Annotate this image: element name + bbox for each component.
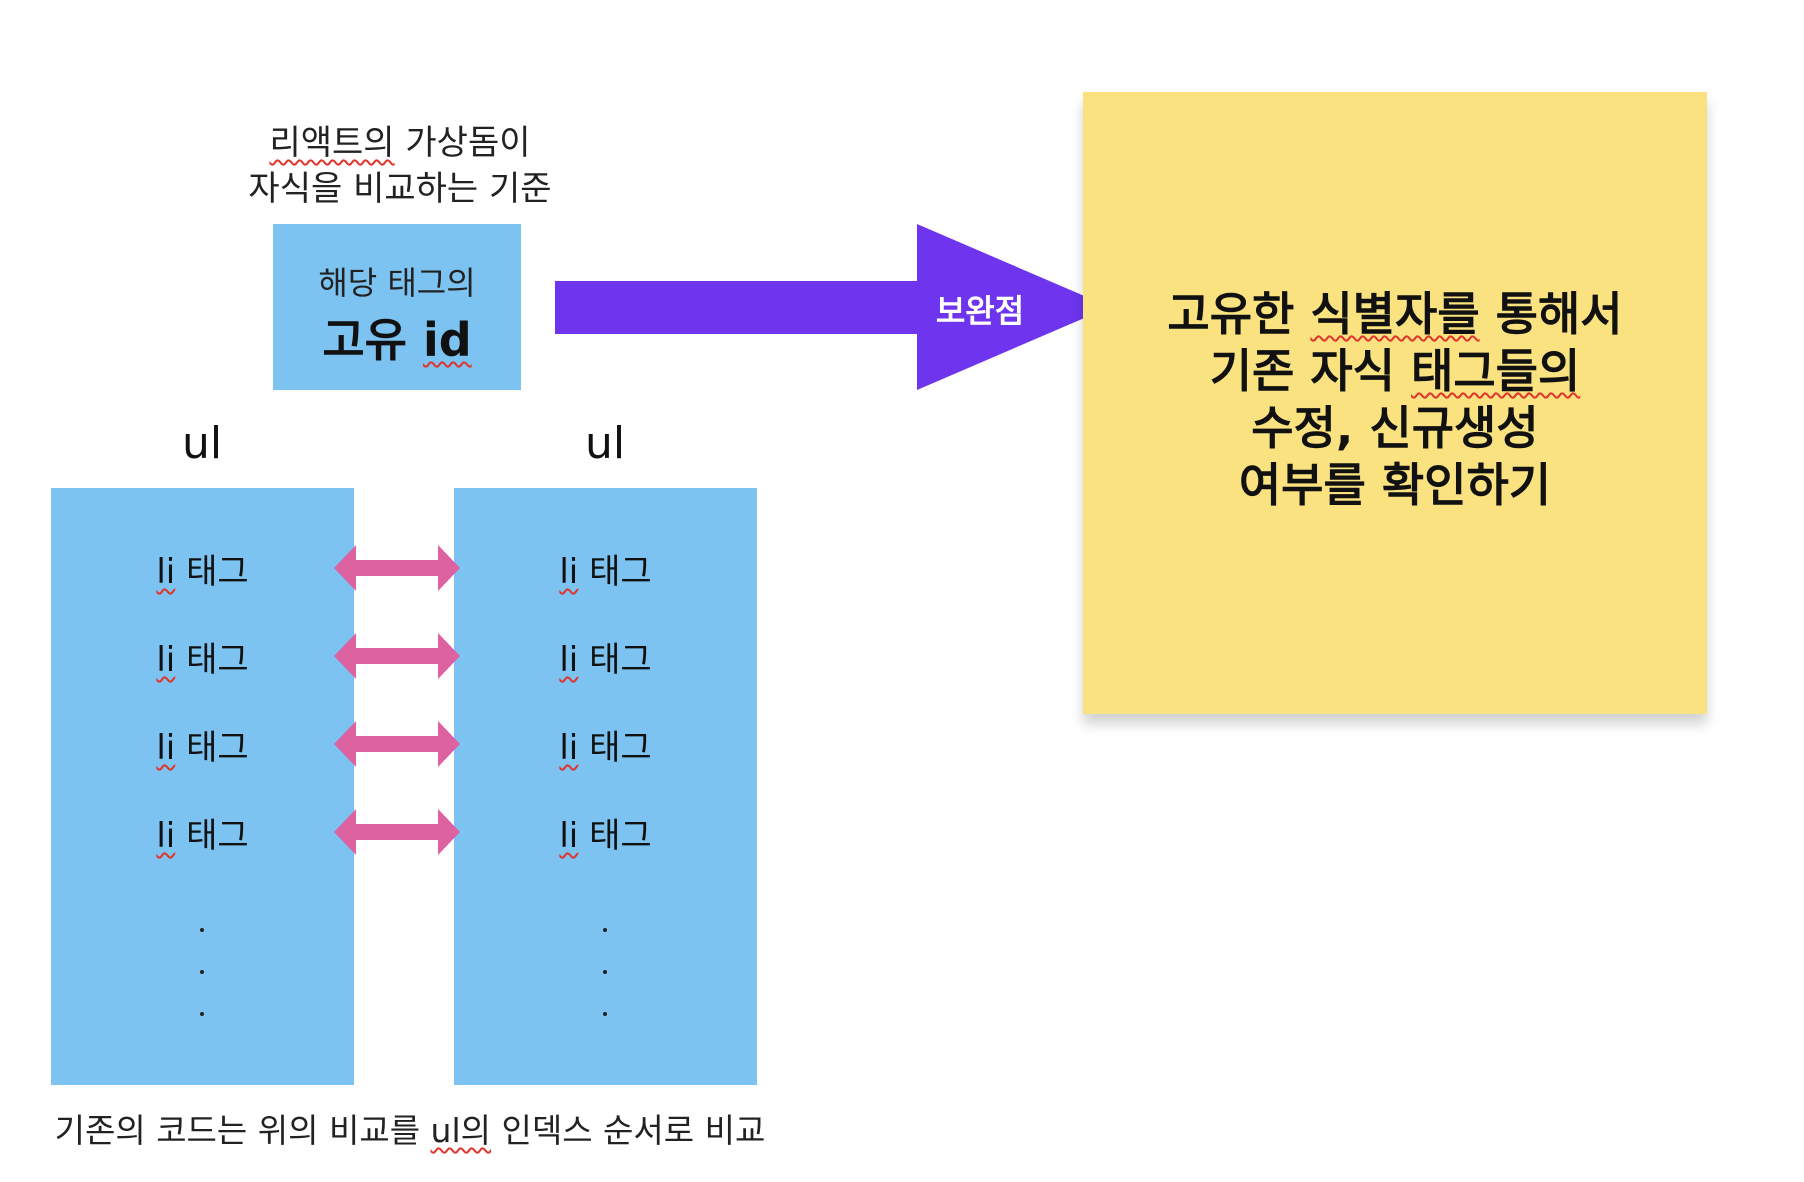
ellipsis-dot xyxy=(200,928,204,932)
li-text: li xyxy=(156,640,176,680)
ellipsis-dot xyxy=(603,970,607,974)
complement-arrow-shape xyxy=(555,224,1110,390)
sticky-line-3: 수정, 신규생성 xyxy=(1251,401,1539,455)
sticky-note: 고유한 식별자를 통해서 기존 자식 태그들의 수정, 신규생성 여부를 확인하… xyxy=(1083,92,1707,714)
sticky-line-4: 여부를 확인하기 xyxy=(1238,458,1552,512)
sticky-line-2-a: 기존 자식 xyxy=(1209,344,1412,398)
tag-text: 태그 xyxy=(175,640,249,680)
li-text: li xyxy=(559,816,579,856)
id-box-word-unique: 고유 xyxy=(322,313,423,367)
caption-line-2: 자식을 비교하는 기준 xyxy=(248,169,552,209)
li-item: li 태그 xyxy=(454,544,757,593)
tag-text: 태그 xyxy=(578,728,652,768)
footer-note: 기존의 코드는 위의 비교를 ul의 인덱스 순서로 비교 xyxy=(20,1104,800,1152)
ul-column-left: li 태그 li 태그 li 태그 li 태그 xyxy=(51,488,354,1085)
sticky-line-1-a: 고유한 xyxy=(1167,287,1311,341)
li-text: li xyxy=(559,640,579,680)
sticky-note-text: 고유한 식별자를 통해서 기존 자식 태그들의 수정, 신규생성 여부를 확인하… xyxy=(1083,286,1707,514)
ellipsis-dot xyxy=(200,970,204,974)
id-box-word-id: id xyxy=(422,313,472,367)
comparison-double-arrow xyxy=(334,721,460,767)
li-text: li xyxy=(156,728,176,768)
li-item: li 태그 xyxy=(51,720,354,769)
sticky-line-2-b: 태그들의 xyxy=(1411,344,1581,398)
footer-part-a: 기존의 코드는 위의 비교를 xyxy=(54,1111,431,1150)
li-item: li 태그 xyxy=(51,544,354,593)
sticky-line-2: 기존 자식 태그들의 xyxy=(1083,343,1707,400)
li-text: li xyxy=(156,816,176,856)
sticky-line-1-b: 식별자를 xyxy=(1310,287,1480,341)
id-box-line-1: 해당 태그의 xyxy=(318,264,476,302)
li-item: li 태그 xyxy=(454,632,757,681)
comparison-double-arrow xyxy=(334,545,460,591)
footer-part-b: ul의 xyxy=(430,1111,491,1150)
tag-text: 태그 xyxy=(175,728,249,768)
unique-id-box: 해당 태그의 고유 id xyxy=(273,224,521,390)
caption-word-vdom: 가상돔이 xyxy=(394,123,531,163)
li-item: li 태그 xyxy=(454,720,757,769)
caption-word-react: 리액트의 xyxy=(269,123,395,163)
id-box-line-2: 고유 id xyxy=(273,304,521,370)
diagram-caption: 리액트의 가상돔이 자식을 비교하는 기준 xyxy=(200,120,600,212)
li-item: li 태그 xyxy=(51,632,354,681)
ul-column-right: li 태그 li 태그 li 태그 li 태그 xyxy=(454,488,757,1085)
sticky-line-1-c: 통해서 xyxy=(1479,287,1623,341)
ellipsis-dot xyxy=(200,1012,204,1016)
li-text: li xyxy=(559,552,579,592)
li-item: li 태그 xyxy=(51,808,354,857)
tag-text: 태그 xyxy=(578,816,652,856)
li-item: li 태그 xyxy=(454,808,757,857)
tag-text: 태그 xyxy=(175,816,249,856)
li-text: li xyxy=(559,728,579,768)
caption-line-1: 리액트의 가상돔이 xyxy=(200,120,600,166)
sticky-line-1: 고유한 식별자를 통해서 xyxy=(1083,286,1707,343)
complement-arrow xyxy=(555,224,1110,390)
ellipsis-dot xyxy=(603,928,607,932)
tag-text: 태그 xyxy=(175,552,249,592)
comparison-double-arrow xyxy=(334,633,460,679)
tag-text: 태그 xyxy=(578,552,652,592)
footer-part-c: 인덱스 순서로 비교 xyxy=(491,1111,766,1150)
ul-label-left: ul xyxy=(181,418,223,469)
tag-text: 태그 xyxy=(578,640,652,680)
ellipsis-dot xyxy=(603,1012,607,1016)
ul-label-right: ul xyxy=(584,418,626,469)
comparison-double-arrow xyxy=(334,809,460,855)
li-text: li xyxy=(156,552,176,592)
complement-arrow-label: 보완점 xyxy=(935,292,1025,330)
